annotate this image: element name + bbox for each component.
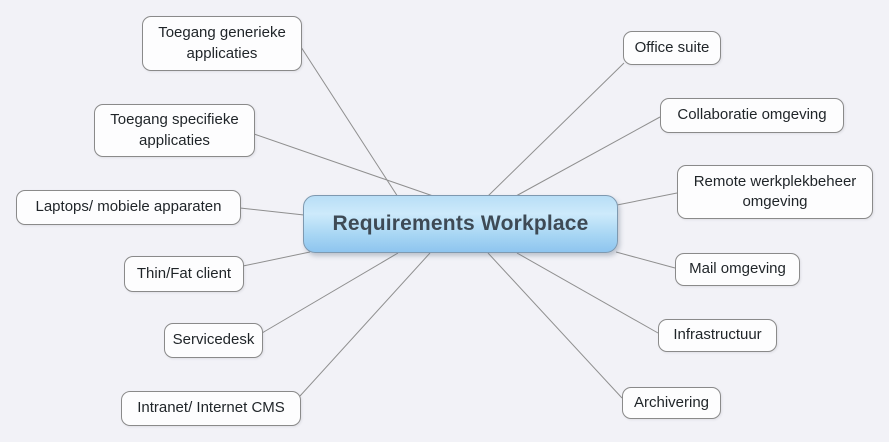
edge-collaboratie: [515, 116, 661, 197]
topic-servicedesk[interactable]: Servicedesk: [164, 323, 263, 358]
topic-toegang-specifieke-applicaties[interactable]: Toegang specifieke applicaties: [94, 104, 255, 157]
topic-collaboratie-omgeving[interactable]: Collaboratie omgeving: [660, 98, 844, 133]
edge-remote: [616, 192, 678, 206]
topic-office-suite[interactable]: Office suite: [623, 31, 721, 65]
topic-mail-omgeving[interactable]: Mail omgeving: [675, 253, 800, 286]
topic-toegang-generieke-applicaties[interactable]: Toegang generieke applicaties: [142, 16, 302, 71]
edge-infrastructuur: [516, 252, 659, 334]
central-topic-requirements-workplace[interactable]: Requirements Workplace: [303, 195, 618, 253]
edge-thin-fat: [242, 251, 311, 267]
edge-archivering: [487, 252, 623, 399]
edge-office-suite: [487, 62, 625, 197]
edge-mail: [615, 251, 676, 269]
topic-infrastructuur[interactable]: Infrastructuur: [658, 319, 777, 352]
topic-archivering[interactable]: Archivering: [622, 387, 721, 419]
edge-servicedesk: [261, 252, 399, 334]
topic-remote-werkplekbeheer-omgeving[interactable]: Remote werkplekbeheer omgeving: [677, 165, 873, 219]
topic-laptops-mobiele-apparaten[interactable]: Laptops/ mobiele apparaten: [16, 190, 241, 225]
topic-thin-fat-client[interactable]: Thin/Fat client: [124, 256, 244, 292]
edge-laptops: [239, 207, 305, 216]
topic-intranet-internet-cms[interactable]: Intranet/ Internet CMS: [121, 391, 301, 426]
edge-toegang-specifieke: [253, 133, 437, 198]
edge-toegang-generieke: [300, 46, 399, 198]
edge-intranet: [299, 252, 431, 397]
